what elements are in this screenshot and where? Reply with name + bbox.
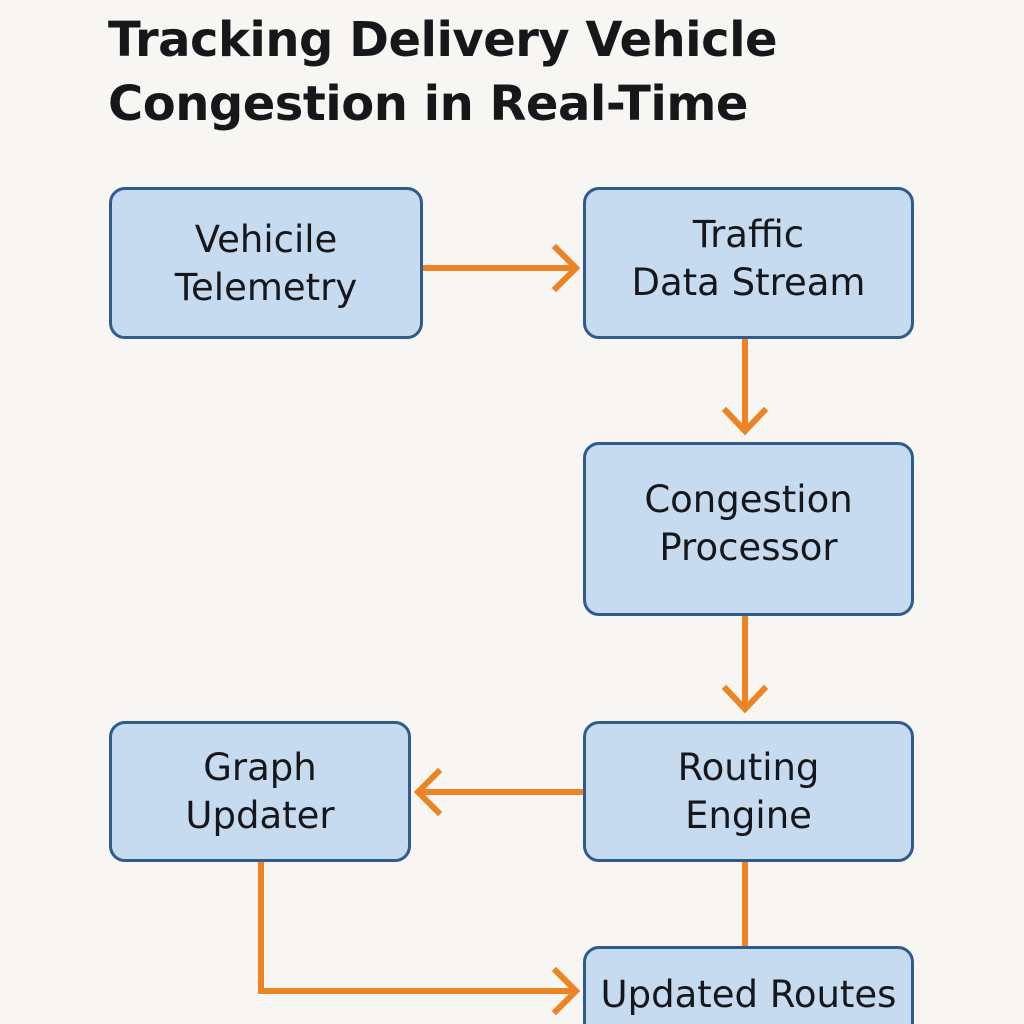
node-updated-routes: Updated Routes (583, 946, 914, 1024)
node-label-line-1: Vehicile (194, 218, 338, 261)
node-graph-updater: Graph Updater (109, 721, 411, 862)
arrowhead (551, 966, 581, 1016)
edge-telemetry-to-stream (421, 243, 581, 293)
node-label-line-2: Processor (659, 526, 838, 569)
edge-processor-to-routing (721, 615, 769, 714)
node-label-line-2: Engine (685, 793, 812, 837)
edge-line (258, 861, 575, 994)
node-label-line-2: Updater (185, 793, 335, 837)
arrowhead (551, 243, 581, 293)
arrowhead (721, 406, 769, 436)
edge-graph-to-updated (258, 861, 581, 1016)
arrowhead (413, 767, 443, 817)
edge-routing-to-graph (413, 767, 585, 817)
node-label-line-1: Traffic (692, 213, 805, 256)
title-line-1: Tracking Delivery Vehicle (108, 12, 778, 68)
node-vehicle-telemetry: Vehicile Telemetry (109, 187, 423, 339)
edge-stream-to-processor (721, 338, 769, 436)
node-label-line-2: Data Stream (631, 261, 866, 304)
node-congestion-processor: Congestion Processor (583, 442, 914, 616)
node-label-line-2: Telemetry (174, 266, 358, 309)
title-line-2: Congestion in Real-Time (108, 76, 748, 132)
node-label-line-1: Congestion (644, 478, 853, 521)
node-routing-engine: Routing Engine (583, 721, 914, 862)
node-label-line-1: Updated Routes (600, 973, 897, 1016)
arrowhead (721, 684, 769, 714)
node-label-line-1: Graph (203, 745, 317, 789)
diagram-title: Tracking Delivery Vehicle Congestion in … (108, 8, 968, 136)
node-label-line-1: Routing (677, 745, 820, 789)
node-traffic-data-stream: Traffic Data Stream (583, 187, 914, 339)
